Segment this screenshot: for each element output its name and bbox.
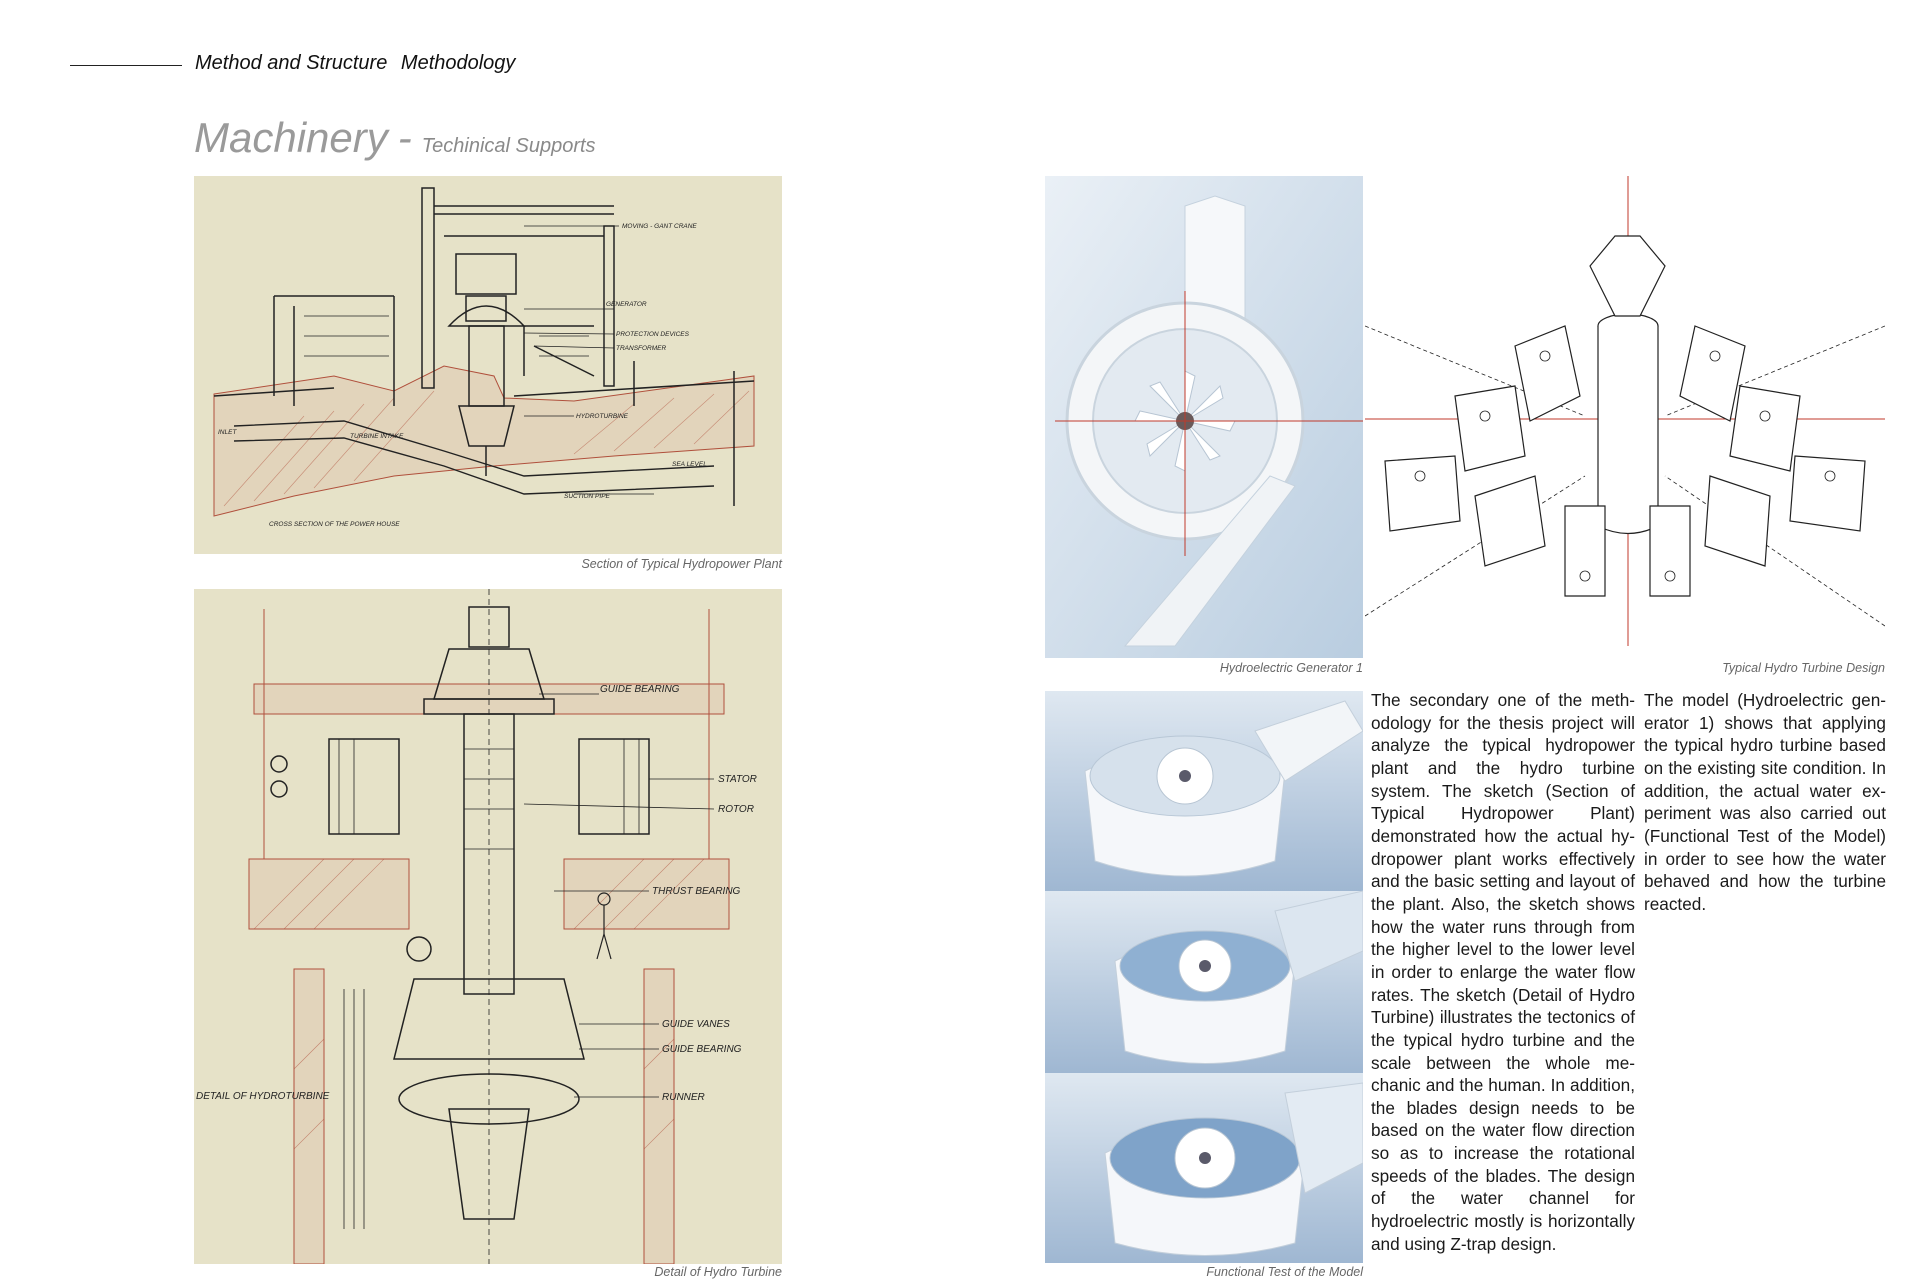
caption-generator-photo: Hydroelectric Generator 1 [1219,661,1363,675]
caption-functional-test: Functional Test of the Model [1206,1265,1363,1279]
label-inlet: INLET [218,429,237,436]
body-text-column-1: The secondary one of the meth­odology fo… [1371,690,1635,1254]
title-main: Machinery [194,114,388,161]
label-turbine: HYDROTURBINE [576,413,629,420]
header-subsection: Methodology [400,52,516,74]
header-rule [70,65,182,66]
label-generator: GENERATOR [606,301,647,308]
running-header: Method and Structure Methodology [195,52,515,75]
generator-model-photo [1045,176,1363,658]
label-detail-hydroturbine: DETAIL OF HYDROTURBINE [196,1091,330,1102]
turbine-detail-sketch-image: GUIDE BEARING STATOR ROTOR THRUST BEARIN… [194,589,782,1264]
label-crosssection: CROSS SECTION OF THE POWER HOUSE [269,521,400,528]
label-intake: TURBINE INTAKE [350,433,404,440]
label-guide-vanes: GUIDE VANES [662,1019,730,1030]
functional-test-photos [1045,691,1363,1263]
label-protection: PROTECTION DEVICES [616,331,690,338]
caption-section-sketch: Section of Typical Hydropower Plant [581,557,782,571]
label-crane: MOVING - GANT CRANE [622,223,697,230]
label-transformer: TRANSFORMER [616,345,667,352]
label-runner: RUNNER [662,1092,705,1103]
caption-turbine-design: Typical Hydro Turbine Design [1722,661,1885,675]
label-guide-bearing-top: GUIDE BEARING [600,684,680,695]
title-sub: Techinical Supports [421,135,596,157]
caption-turbine-detail: Detail of Hydro Turbine [654,1265,782,1279]
turbine-design-drawing [1365,176,1885,658]
label-draft: SUCTION PIPE [564,493,611,500]
page-title: Machinery-Techinical Supports [194,114,596,162]
label-rotor: ROTOR [718,804,754,815]
label-sea: SEA LEVEL [672,461,707,468]
header-section: Method and Structure [195,52,388,74]
label-stator: STATOR [718,774,757,785]
section-sketch-image: MOVING - GANT CRANE GENERATOR PROTECTION… [194,176,782,554]
label-guide-bearing-bottom: GUIDE BEARING [662,1044,742,1055]
title-separator: - [397,114,412,161]
body-text-column-2: The model (Hydroelectric gen­erator 1) s… [1644,690,1886,914]
label-thrust-bearing: THRUST BEARING [652,886,741,897]
